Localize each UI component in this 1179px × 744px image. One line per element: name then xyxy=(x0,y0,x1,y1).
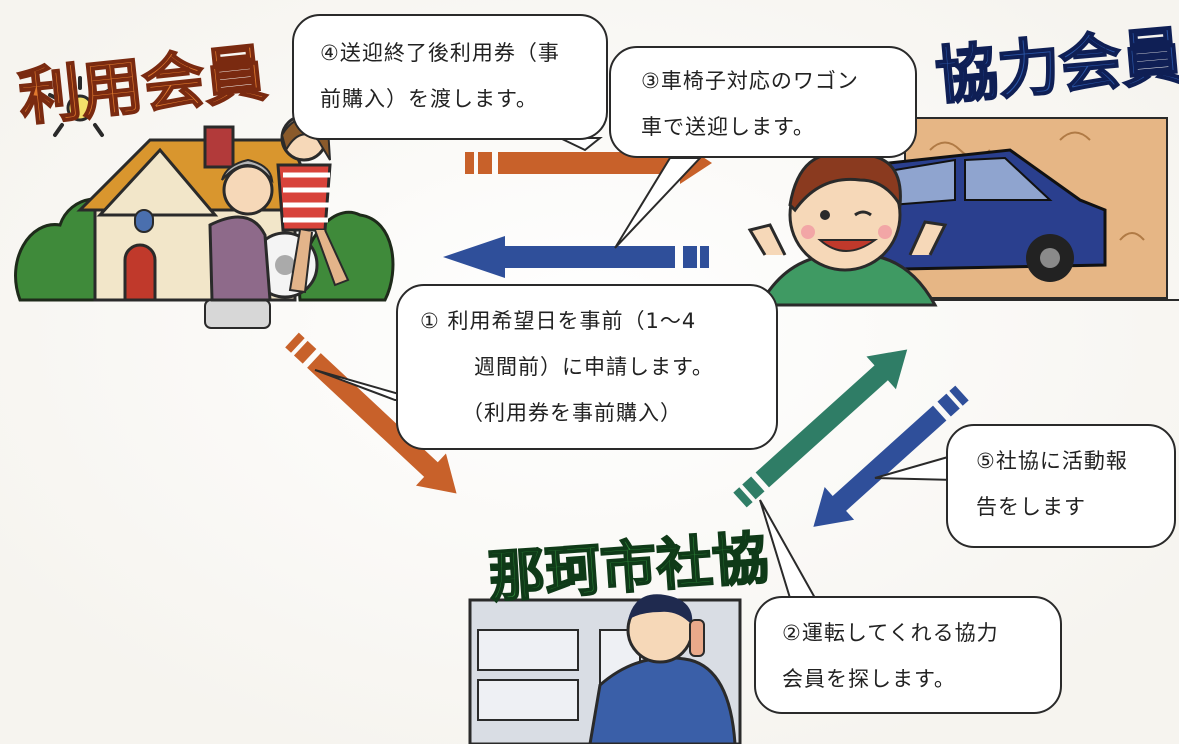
bubble-step4: ④送迎終了後利用券（事 前購入）を渡します。 xyxy=(292,14,608,140)
step1-line1: ① 利用希望日を事前（1～4 xyxy=(420,309,697,333)
step2-line2: 会員を探します。 xyxy=(782,667,956,691)
step4-line1: ④送迎終了後利用券（事 xyxy=(320,41,560,65)
bubble-tail-step3 xyxy=(614,157,703,249)
step1-line2: 週間前）に申請します。 xyxy=(474,355,714,379)
bubble-step5: ⑤社協に活動報 告をします xyxy=(946,424,1176,548)
step3-line1: ③車椅子対応のワゴン xyxy=(641,69,859,93)
arrow-step5 xyxy=(813,385,969,527)
arrow-step2 xyxy=(733,349,908,508)
bubble-step1: ① 利用希望日を事前（1～4 週間前）に申請します。 （利用券を事前購入） xyxy=(396,284,778,450)
step5-line1: ⑤社協に活動報 xyxy=(976,449,1128,473)
step1-line3: （利用券を事前購入） xyxy=(462,401,682,425)
step4-line2: 前購入）を渡します。 xyxy=(320,87,538,111)
house-illustration xyxy=(14,76,395,329)
arrow-step1 xyxy=(285,332,457,494)
step2-line1: ②運転してくれる協力 xyxy=(782,621,999,645)
step3-line2: 車で送迎します。 xyxy=(641,115,815,139)
office-illustration xyxy=(468,594,742,744)
car-illustration xyxy=(747,117,1179,307)
step5-line2: 告をします xyxy=(976,495,1086,519)
bubble-step2: ②運転してくれる協力 会員を探します。 xyxy=(754,596,1062,714)
bubble-step3: ③車椅子対応のワゴン 車で送迎します。 xyxy=(609,46,917,158)
